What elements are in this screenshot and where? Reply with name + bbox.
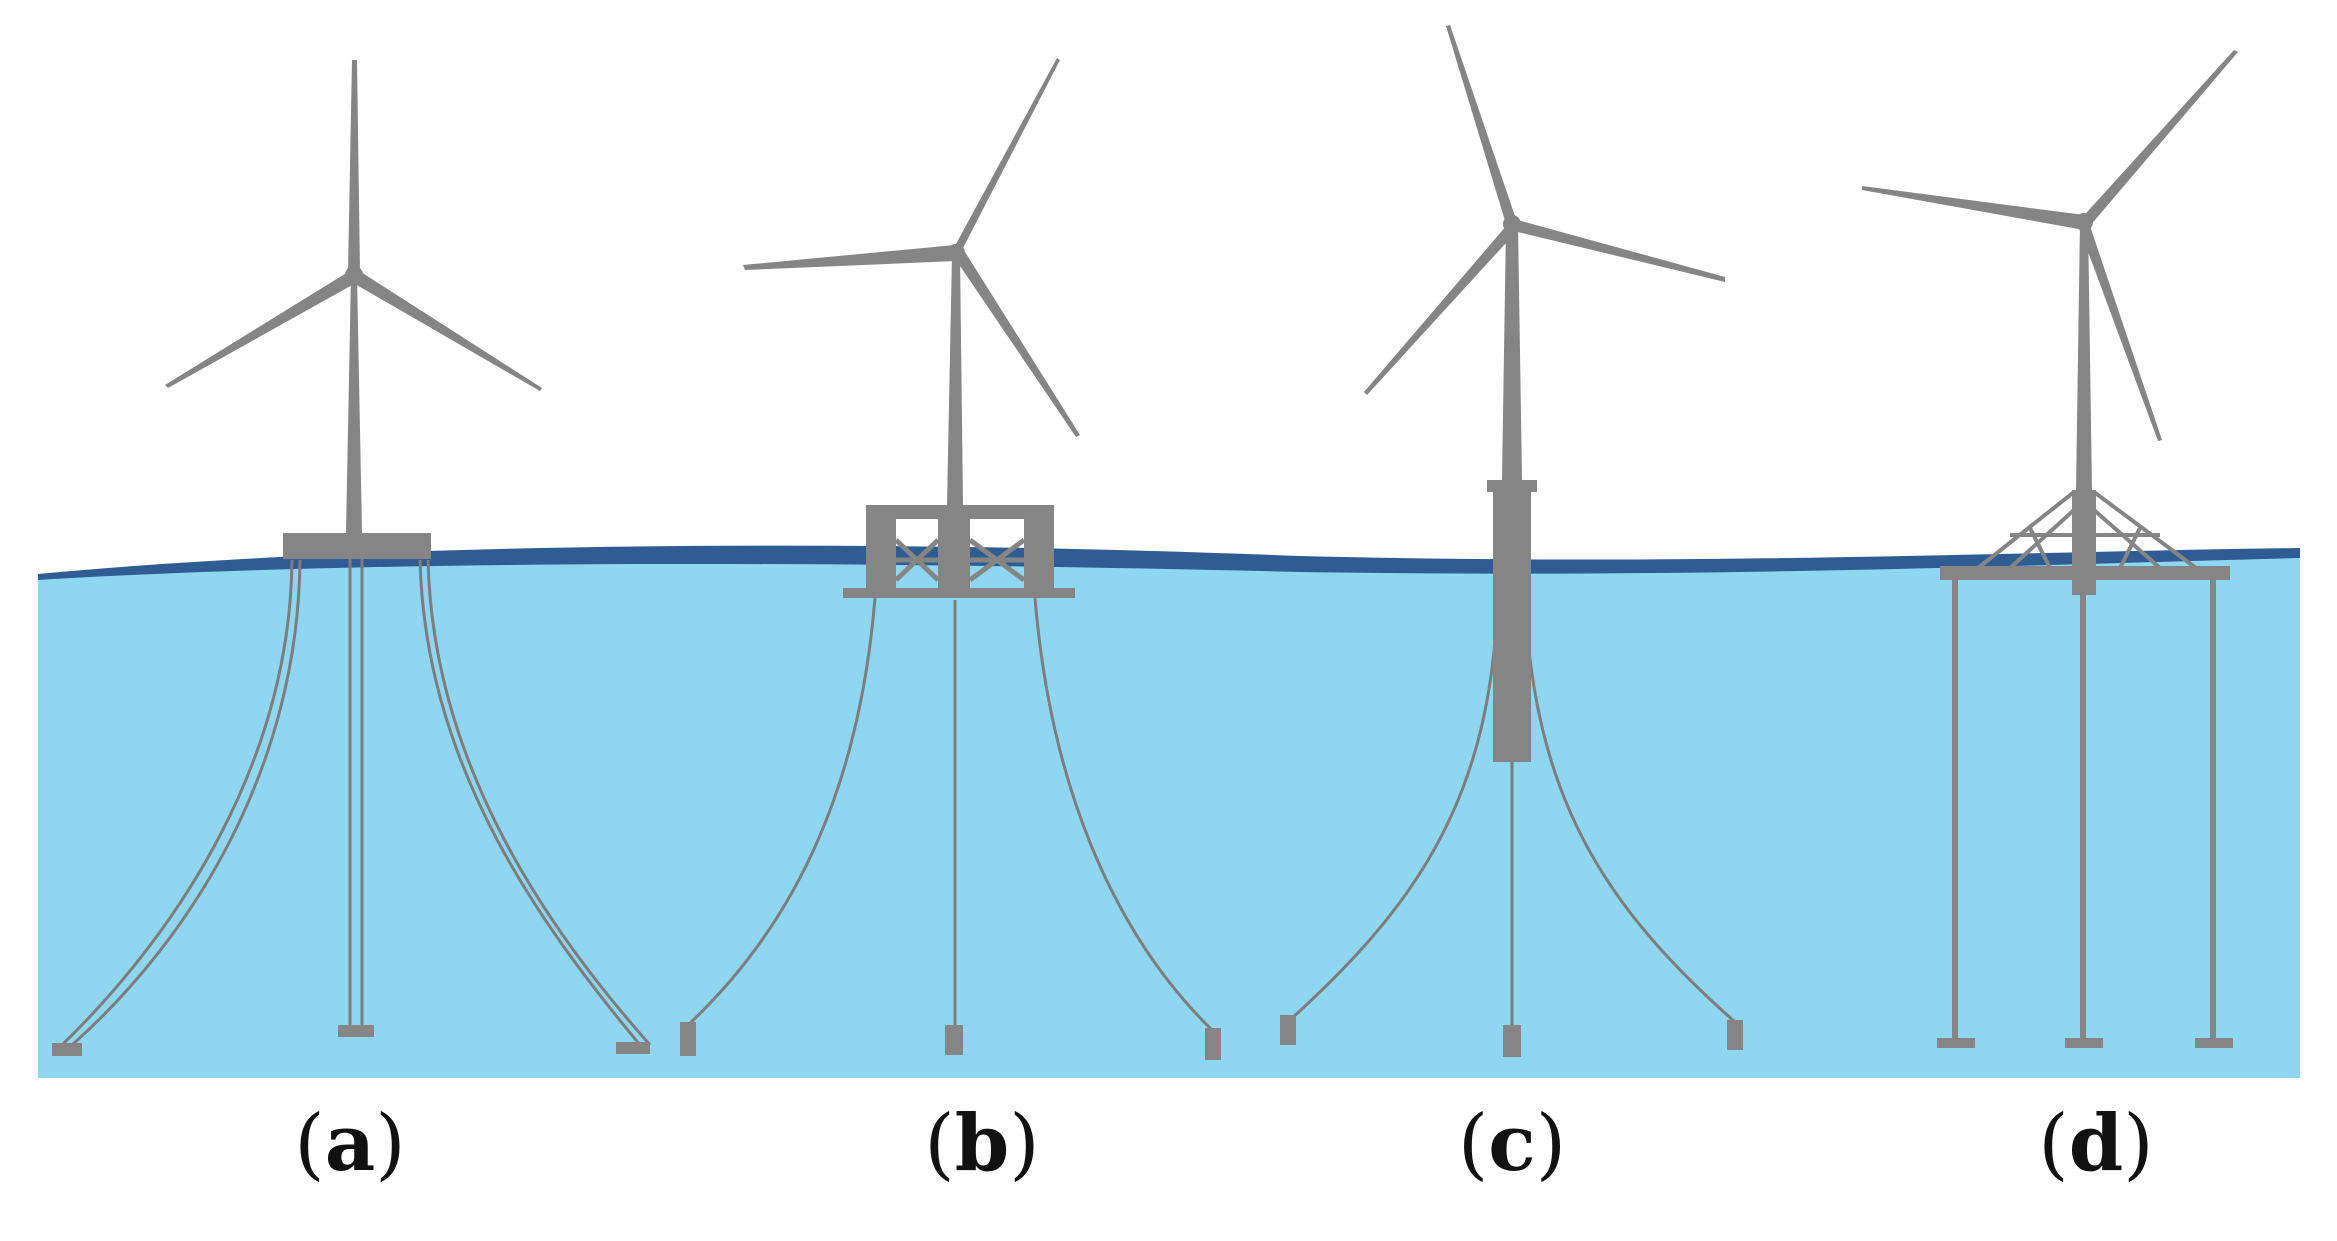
column-b-center [938,505,970,595]
caption-b: (b) [924,1098,1040,1189]
anchor-c-center [1503,1025,1521,1057]
turbine-c-spar [1280,25,1743,1057]
blade-a-up [348,60,360,272]
anchor-d-left [1937,1038,1975,1048]
truss-d-7 [2118,527,2142,569]
caption-d: (d) [2038,1098,2154,1189]
tower-b [947,255,963,505]
truss-d-4 [2092,508,2162,570]
truss-d-6 [2028,527,2052,569]
truss-d-3 [2008,508,2076,570]
anchor-b-right [1205,1028,1221,1060]
mooring-c-right [1526,639,1736,1024]
tendon-a-left-2 [71,559,302,1047]
leg-d-left [1952,580,1958,1040]
tower-a [346,275,362,533]
truss-d-1 [1976,490,2076,570]
tendon-a-left [60,559,294,1047]
blade-b-right [956,252,1080,437]
anchor-a-center [338,1025,374,1037]
mooring-c-left [1288,639,1497,1022]
anchor-a-left [52,1043,82,1056]
spar-collar-c [1487,480,1537,492]
sea-surface [38,545,2300,580]
anchor-b-left [680,1022,696,1056]
blade-c-left [1364,225,1516,395]
anchor-c-right [1727,1020,1743,1050]
platform-a [283,533,431,559]
tendon-a-right [418,559,642,1046]
tower-c [1502,225,1522,480]
mooring-b-right [1033,597,1214,1032]
turbine-a-tension-leg-platform [52,60,652,1056]
blade-d-right [2080,226,2162,441]
caption-c: (c) [1457,1098,1567,1189]
hub-column-d [2072,490,2096,595]
sea-water [38,553,2300,1078]
turbine-d-tension-leg-truss [1862,50,2238,1048]
column-b-left [866,505,896,593]
blade-d-up [2079,50,2238,227]
caption-a: (a) [294,1098,406,1189]
blade-b-left [743,245,956,270]
blade-a-right [355,272,542,391]
tower-d [2076,222,2092,492]
anchor-d-right [2195,1038,2233,1048]
leg-d-center [2080,580,2086,1040]
blade-c-right [1514,219,1725,282]
blade-c-up [1446,25,1517,224]
deck-b [866,505,1054,519]
column-b-right [1024,505,1054,593]
mooring-b-left [686,597,877,1027]
blade-b-up [950,58,1060,255]
anchor-d-center [2065,1038,2103,1048]
anchor-a-right [616,1042,650,1054]
anchor-b-center [945,1025,963,1055]
turbine-b-semi-submersible [680,58,1221,1060]
blade-d-left [1862,186,2084,230]
spar-buoy-c [1493,492,1531,762]
blade-a-left [165,272,354,388]
truss-d-2 [2092,490,2198,570]
anchor-c-left [1280,1015,1296,1045]
leg-d-right [2210,580,2216,1040]
tendon-a-right-2 [426,559,652,1046]
